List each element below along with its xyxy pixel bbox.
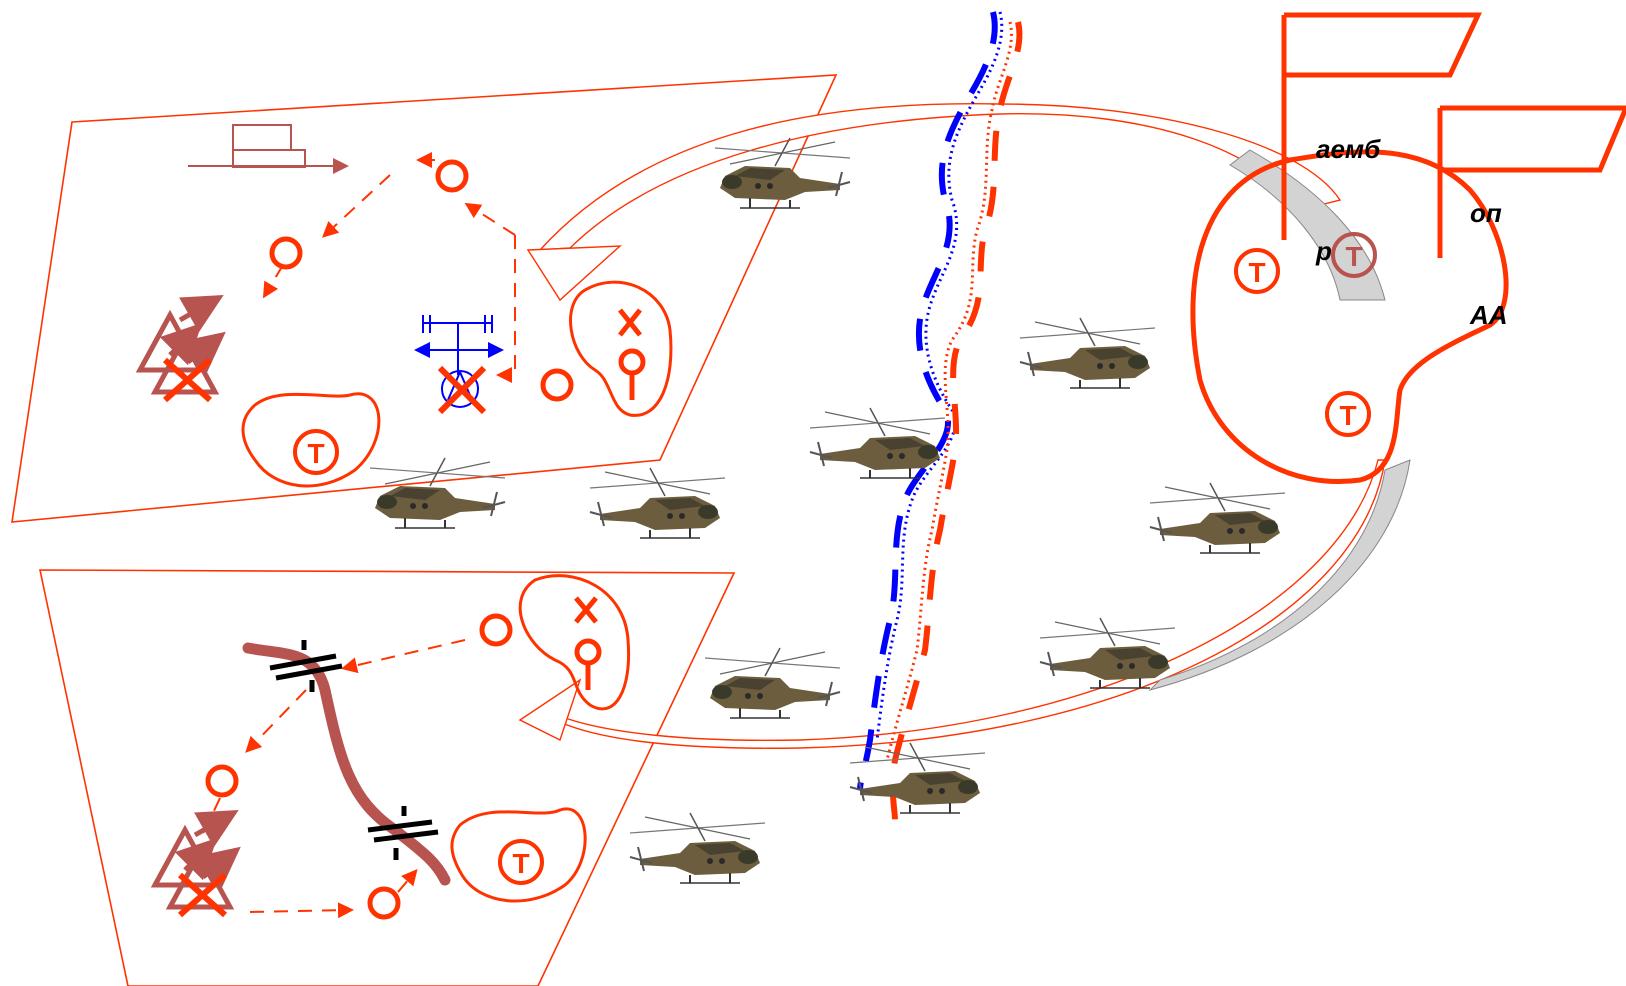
- position-outline: [241, 392, 381, 488]
- own-front-line: [889, 21, 1023, 821]
- bridge-crossing-icon: [367, 806, 439, 860]
- river: [242, 642, 451, 886]
- waypoint-marker: [435, 159, 469, 193]
- flag-op-aa: [1437, 105, 1626, 258]
- unit-marker: [574, 596, 602, 690]
- svg-text:Т: Т: [1248, 257, 1265, 288]
- bridge-crossing-icon: [269, 640, 343, 692]
- waypoint-marker: [205, 764, 239, 798]
- waypoint-marker: [540, 368, 574, 402]
- helicopter-icon: [704, 647, 841, 719]
- position-marker: Т: [1331, 232, 1377, 278]
- position-outline: [569, 280, 673, 417]
- upper-arrowhead: [526, 245, 622, 302]
- position-outline: [450, 807, 587, 903]
- flag-aemb: [1281, 12, 1482, 240]
- flag-label-line: оп: [1470, 198, 1502, 228]
- helicopter-icon: [809, 407, 946, 479]
- helicopter-icon: [629, 812, 766, 884]
- unit-marker: [618, 308, 646, 400]
- waypoint-marker: [269, 236, 303, 270]
- enemy-front-line: [857, 11, 998, 791]
- svg-text:Т: Т: [1345, 241, 1362, 272]
- waypoint-marker: [479, 613, 513, 647]
- upper-zone-outline: [11, 74, 838, 523]
- position-outline: [518, 574, 631, 711]
- lower-route: [202, 639, 466, 919]
- flag-label-aemb: аемб р: [1316, 64, 1380, 302]
- command-post-symbol: [188, 124, 349, 174]
- enemy-front-ticks: [875, 11, 1004, 741]
- position-marker: Т: [498, 839, 544, 885]
- position-marker: Т: [1325, 391, 1371, 437]
- waypoint-marker: [367, 886, 401, 920]
- flag-label-line: аемб: [1316, 134, 1381, 164]
- svg-text:Т: Т: [1339, 400, 1356, 431]
- svg-text:Т: Т: [307, 438, 324, 469]
- upper-corridor-grey: [1229, 149, 1386, 301]
- flag-label-line: р: [1316, 236, 1332, 266]
- own-front-ticks: [885, 21, 1013, 761]
- flag-label-line: АА: [1470, 300, 1508, 330]
- flag-label-op-aa: оп АА: [1470, 128, 1508, 366]
- lower-corridor-grey: [1148, 459, 1411, 691]
- destroyed-mark: [437, 365, 487, 415]
- helicopter-icon: [1149, 482, 1286, 554]
- helicopter-icon: [1019, 317, 1156, 389]
- upper-route: [262, 152, 516, 383]
- lower-arrowhead: [518, 678, 582, 741]
- enemy-radar-symbol: [414, 315, 504, 408]
- assembly-area-outline: [1190, 149, 1509, 484]
- helicopter-icon: [589, 467, 726, 539]
- svg-text:Т: Т: [512, 848, 529, 879]
- lower-zone-outline: [39, 569, 736, 986]
- position-marker: Т: [293, 429, 339, 475]
- missile-launcher-icon: [155, 815, 233, 915]
- helicopter-icon: [369, 457, 506, 529]
- position-marker: Т: [1234, 248, 1280, 294]
- helicopter-icon: [1039, 617, 1176, 689]
- missile-launcher-icon: [140, 300, 218, 400]
